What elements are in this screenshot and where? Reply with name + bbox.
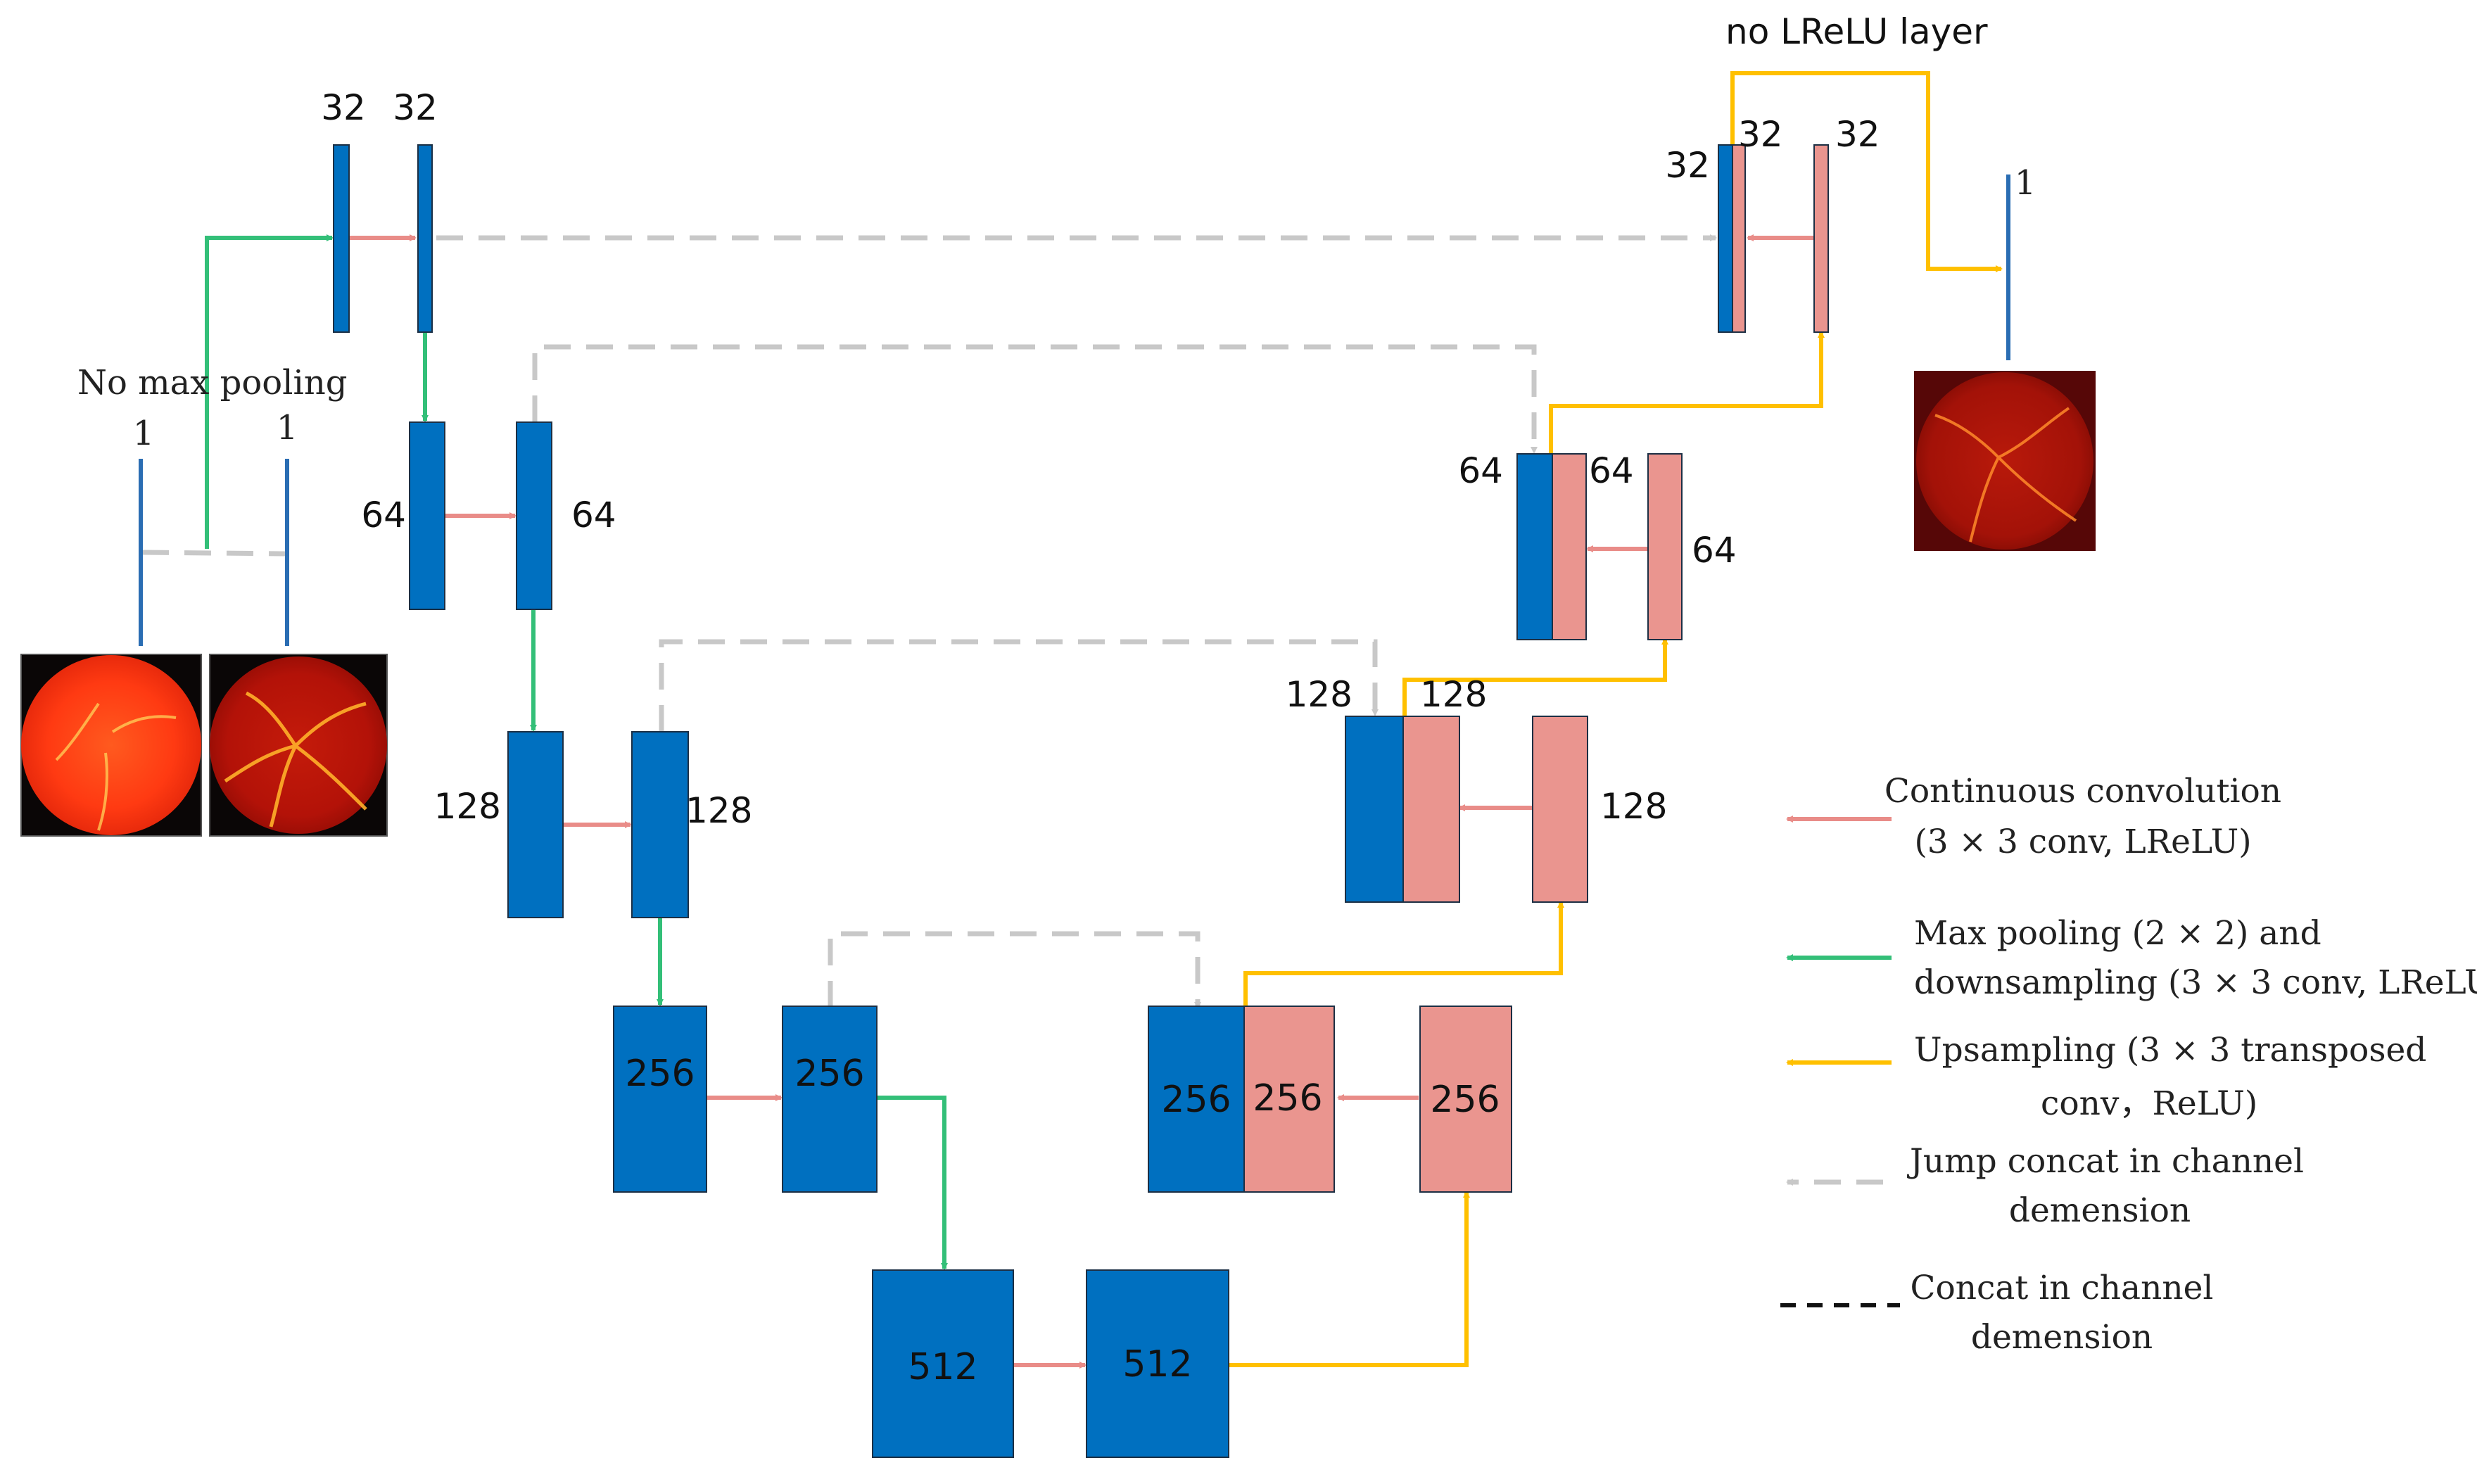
legend-concat-line1: Concat in channel	[1911, 1269, 2214, 1307]
pool-arrow-4	[877, 1096, 948, 1270]
bottleneck-label-a: 512	[908, 1346, 977, 1388]
dec4-up-block	[1243, 1006, 1335, 1193]
dec1-conv-block	[1813, 144, 1829, 333]
input-channel-label-b: 1	[277, 408, 298, 448]
output-image	[1914, 371, 2096, 551]
bottleneck-block-b	[1086, 1269, 1229, 1458]
up-arrow-3	[1402, 638, 1668, 716]
jump-arrow-level4	[828, 931, 1201, 1009]
enc2-label-a: 64	[361, 495, 406, 535]
up-arrow-output	[1730, 71, 2003, 272]
legend-pool-line1: Max pooling (2 × 2) and	[1914, 914, 2321, 953]
input-image-b	[209, 654, 388, 837]
enc1-label-a: 32	[321, 87, 366, 128]
dec2-conv-label: 64	[1692, 530, 1737, 571]
legend-conv-line2: (3 × 3 conv, LReLU)	[1914, 823, 2251, 861]
legend-up-line2: conv，ReLU)	[2041, 1084, 2257, 1123]
legend-conv: Continuous convolution (3 × 3 conv, LReL…	[1786, 772, 2281, 861]
no-lrelu-label: no LReLU layer	[1725, 11, 1988, 52]
dec4-skip-block	[1148, 1006, 1245, 1193]
input-image-a	[20, 654, 202, 837]
enc2-block-a	[409, 421, 445, 610]
legend: Continuous convolution (3 × 3 conv, LReL…	[1780, 772, 2477, 1357]
dec3-up-label: 128	[1420, 674, 1487, 715]
up-arrow-4	[1243, 901, 1564, 1008]
dec2-conv-block	[1647, 453, 1683, 640]
dec3-skip-block	[1345, 716, 1404, 903]
legend-concat: Concat in channel demension	[1780, 1269, 2213, 1357]
legend-up-line1: Upsampling (3 × 3 transposed	[1914, 1031, 2426, 1070]
input-channel-label-a: 1	[133, 414, 155, 453]
legend-jump-line1: Jump concat in channel	[1907, 1142, 2304, 1181]
channel-lines	[139, 175, 2010, 646]
jump-input-concat	[141, 550, 288, 557]
dec2-skip-block	[1516, 453, 1553, 640]
dec2-up-label: 64	[1589, 450, 1634, 491]
enc4-label-a: 256	[625, 1053, 695, 1095]
dec2-skip-label: 64	[1458, 450, 1503, 491]
output-channel-label: 1	[2015, 163, 2036, 203]
dec1-skip-label: 32	[1665, 145, 1710, 186]
jump-connections	[141, 234, 1717, 1009]
no-max-pooling-label: No max pooling	[77, 363, 347, 402]
enc2-block-b	[516, 421, 552, 610]
enc4-block-b	[782, 1006, 878, 1193]
dec1-up-block	[1732, 144, 1746, 333]
jump-arrow-level3	[659, 639, 1379, 732]
enc3-label-b: 128	[685, 790, 752, 831]
enc4-block-a	[613, 1006, 707, 1193]
legend-jump: Jump concat in channel demension	[1786, 1142, 2304, 1230]
enc3-block-b	[631, 731, 689, 918]
dec3-up-block	[1402, 716, 1460, 903]
dec3-skip-label: 128	[1286, 674, 1352, 715]
enc1-label-b: 32	[393, 87, 438, 128]
up-arrow-2	[1549, 331, 1825, 454]
enc1-block-a	[333, 144, 350, 333]
enc3-label-a: 128	[434, 786, 501, 827]
dec4-conv-label: 256	[1430, 1079, 1500, 1121]
up-arrow-bottleneck	[1229, 1191, 1470, 1367]
legend-conv-line1: Continuous convolution	[1884, 772, 2281, 811]
dec4-conv-block	[1419, 1006, 1512, 1193]
encoder	[333, 144, 1229, 1458]
legend-concat-line2: demension	[1971, 1318, 2153, 1357]
dec4-up-label: 256	[1253, 1077, 1322, 1120]
legend-up: Upsampling (3 × 3 transposed conv，ReLU)	[1786, 1031, 2426, 1123]
enc2-label-b: 64	[571, 495, 616, 535]
enc4-label-b: 256	[794, 1053, 864, 1095]
bottleneck-block-a	[872, 1269, 1014, 1458]
dec1-conv-label: 32	[1835, 114, 1880, 155]
decoder	[1148, 144, 1829, 1193]
upsampling-arrows	[1229, 71, 2003, 1367]
enc1-block-b	[417, 144, 433, 333]
legend-jump-line2: demension	[2009, 1191, 2191, 1230]
dec1-up-label: 32	[1738, 114, 1783, 155]
dec1-skip-block	[1718, 144, 1733, 333]
pool-arrow-input	[205, 234, 334, 549]
dec3-conv-block	[1532, 716, 1588, 903]
dec3-conv-label: 128	[1600, 786, 1667, 827]
bottleneck-label-b: 512	[1122, 1343, 1192, 1385]
pooling-arrows	[205, 234, 948, 1270]
jump-arrow-level2	[532, 344, 1538, 454]
enc3-block-a	[507, 731, 564, 918]
legend-pool: Max pooling (2 × 2) and downsampling (3 …	[1786, 914, 2477, 1002]
conv-arrows	[349, 234, 1814, 1369]
block-labels: 32 32 64 64 128 128 256 256 512 512 256 …	[77, 11, 2036, 1388]
legend-pool-line2: downsampling (3 × 3 conv, LReLU)	[1914, 963, 2477, 1002]
dec2-up-block	[1552, 453, 1587, 640]
dec4-skip-label: 256	[1161, 1079, 1231, 1121]
